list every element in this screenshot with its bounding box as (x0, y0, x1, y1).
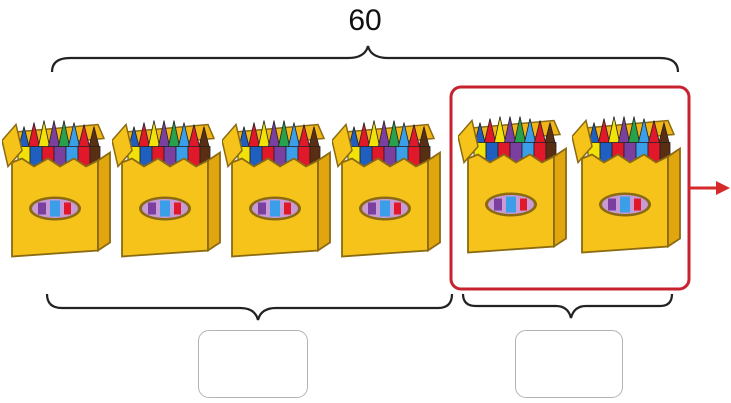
arrow-icon (689, 181, 730, 195)
total-label: 60 (348, 4, 382, 37)
left-answer-box[interactable] (198, 330, 308, 398)
crayon-box-5 (458, 115, 567, 254)
crayon-box-3 (222, 119, 331, 258)
left-bracket (45, 293, 454, 321)
crayon-box-1 (2, 119, 111, 258)
crayon-box-2 (112, 119, 221, 258)
right-answer-box[interactable] (515, 330, 623, 398)
crayon-box-4 (332, 119, 441, 258)
total-bracket (50, 45, 680, 73)
crayon-box-6 (572, 115, 681, 254)
right-bracket (461, 293, 674, 319)
